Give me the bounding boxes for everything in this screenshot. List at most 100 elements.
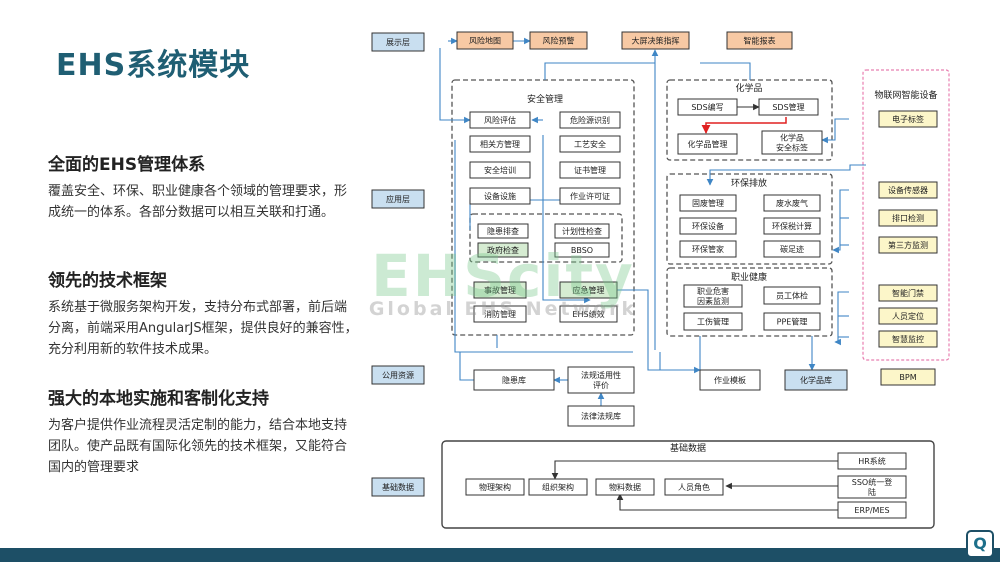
connector-hazard-up (459, 352, 474, 381)
health-frame (666, 267, 833, 337)
environment-item (679, 194, 737, 212)
iot-title: 物联网智能设备 (874, 89, 937, 101)
connector-chemical-dashboard (700, 62, 751, 80)
smart-report-box (726, 31, 793, 50)
health-item-label: 职业危害 (697, 286, 729, 296)
public-item-label: 隐患库 (502, 375, 526, 385)
inspection-item (477, 223, 529, 239)
chemical-item (758, 98, 819, 116)
environment-item-label: 废水废气 (776, 198, 808, 208)
health-title: 职业健康 (731, 271, 767, 283)
safety-item (469, 187, 531, 205)
base-item-label: 人员角色 (678, 482, 710, 492)
iot-item-label: 电子标签 (892, 114, 924, 124)
connector-sensor-env (832, 189, 849, 254)
base-item (528, 478, 588, 496)
safety-item-label: 风险评估 (484, 115, 516, 125)
connector-emergency-template (617, 289, 701, 374)
public-item (699, 369, 761, 391)
layer-public-label: 公用资源 (382, 370, 414, 380)
environment-item-label: 环保管家 (692, 244, 724, 254)
iot-item (878, 236, 938, 254)
base-data-title: 基础数据 (670, 442, 706, 454)
section-heading: 领先的技术框架 (48, 271, 167, 291)
base-item-label: 物理架构 (479, 482, 511, 492)
environment-item (763, 217, 821, 235)
source-system (837, 475, 907, 499)
source-system (837, 501, 907, 519)
section-body: 为客户提供作业流程灵活定制的能力，结合本地支持团队。使产品既有国际化领先的技术框… (48, 418, 348, 475)
iot-item (878, 330, 938, 348)
health-item-label: 工伤管理 (697, 316, 729, 326)
safety-item (469, 111, 531, 129)
connector-sds-chemical (701, 117, 787, 134)
chemical-item (677, 133, 738, 155)
layer-display-label: 展示层 (386, 38, 410, 47)
footer-bar (0, 548, 1000, 562)
source-system (837, 452, 907, 470)
environment-item-label: 环保税计算 (772, 221, 812, 231)
chemical-item-label: 化学品管理 (688, 139, 728, 149)
iot-item-label: 第三方监测 (888, 240, 928, 250)
safety-title: 安全管理 (527, 93, 563, 105)
chemical-item (761, 130, 823, 155)
chemical-item-label: SDS编写 (691, 102, 723, 112)
public-item (784, 369, 848, 391)
layer-application-label: 应用层 (386, 194, 410, 204)
bpm-box-label: BPM (899, 373, 916, 382)
safety-item (559, 305, 618, 323)
chemical-item (677, 98, 738, 116)
inspection-item (554, 242, 610, 258)
risk-warning-box (529, 31, 588, 50)
public-item-label: 法规适用性 (581, 370, 621, 380)
connector-display-risk (439, 48, 471, 124)
base-data-frame (441, 440, 935, 529)
iot-item (878, 181, 938, 199)
inspection-item-label: BBSO (571, 246, 593, 255)
base-item-label: 组织架构 (542, 482, 574, 492)
health-item-label: PPE管理 (777, 316, 808, 326)
connector-tag-label (821, 118, 849, 144)
safety-item (469, 135, 531, 153)
health-item (763, 286, 821, 305)
iot-item-label: 设备传感器 (888, 185, 928, 195)
health-item-label: 因素监测 (697, 296, 729, 306)
inspection-item (477, 242, 529, 258)
connector-safety-dashboard (544, 62, 655, 80)
layer-display (371, 32, 425, 52)
iot-frame (862, 69, 950, 361)
iot-item (878, 110, 938, 128)
public-item-label: 作业模板 (714, 375, 746, 385)
inspection-item-label: 计划性检查 (562, 226, 602, 236)
source-system-label: HR系统 (858, 456, 886, 466)
safety-item-label: 证书管理 (574, 165, 606, 175)
safety-item-label: 作业许可证 (570, 191, 610, 201)
inspection-item-label: 政府检查 (487, 245, 519, 255)
section-body: 覆盖安全、环保、职业健康各个领域的管理要求，形成统一的体系。各部分数据可以相互关… (48, 184, 348, 220)
safety-item-label: 设备设施 (484, 191, 516, 201)
layer-public (371, 365, 425, 385)
safety-item-label: 应急管理 (573, 285, 605, 295)
safety-item (469, 161, 531, 179)
safety-item (559, 281, 618, 299)
iot-item-label: 智能门禁 (892, 288, 924, 298)
source-system-label: 陆 (868, 487, 876, 497)
health-item (763, 312, 821, 331)
section-tech-framework: 领先的技术框架 系统基于微服务架构开发，支持分布式部署，前后端分离，前端采用An… (48, 266, 358, 360)
public-item (567, 366, 635, 394)
connector-access (834, 291, 849, 346)
source-system-label: SSO统一登 (852, 477, 892, 487)
safety-item-label: EHS绩效 (572, 309, 604, 319)
base-item (664, 478, 724, 496)
safety-item (559, 161, 621, 179)
dashboard-box-label: 大屏决策指挥 (632, 35, 680, 45)
iot-item-label: 排口检测 (892, 213, 924, 223)
safety-item-label: 工艺安全 (574, 139, 606, 149)
section-body: 系统基于微服务架构开发，支持分布式部署，前后端分离，前端采用AngularJS框… (48, 300, 358, 357)
layer-application (371, 189, 425, 209)
public-item (567, 405, 635, 427)
health-item-label: 员工体检 (776, 290, 808, 300)
safety-item (559, 111, 621, 129)
layer-base (371, 477, 425, 497)
